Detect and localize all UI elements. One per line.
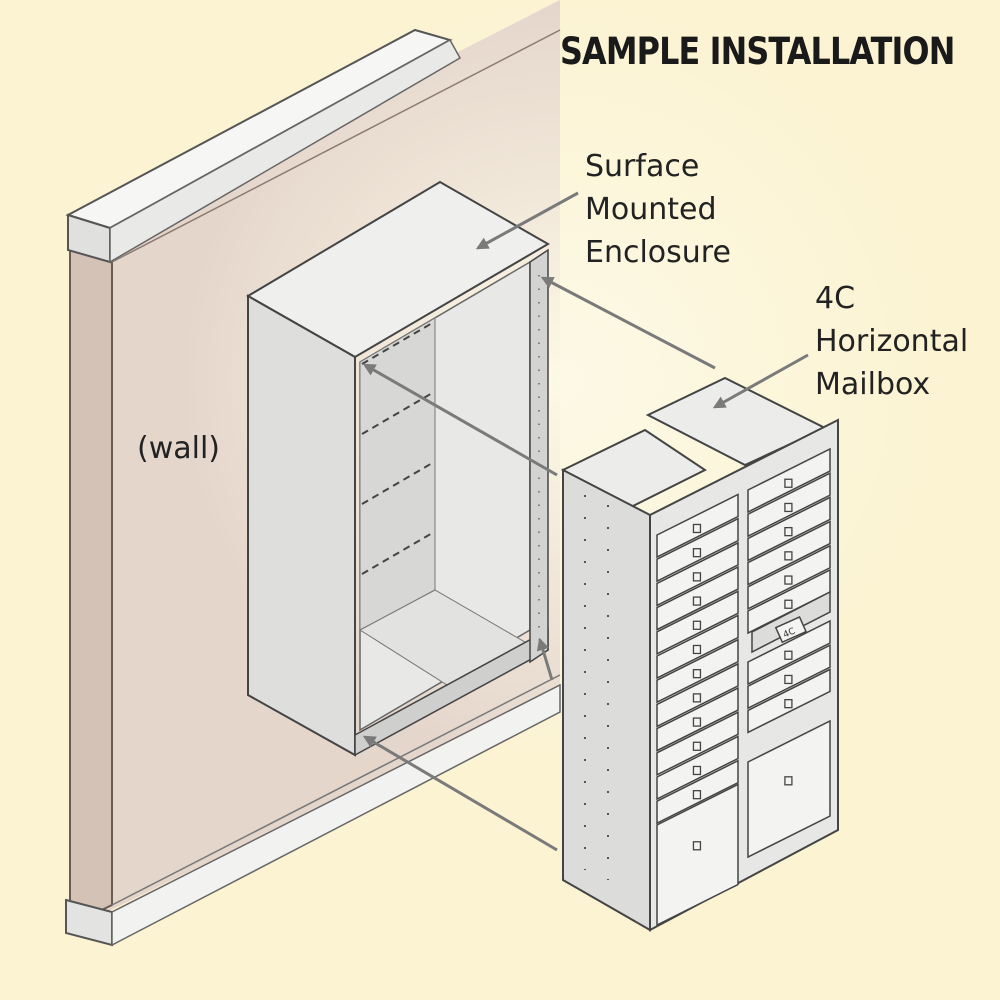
mailbox-door: [656, 759, 739, 825]
door-lock-icon: [692, 572, 702, 582]
door-lock-icon: [784, 575, 793, 585]
mailbox-door: [656, 711, 739, 777]
door-lock-icon: [692, 717, 702, 727]
enclosure-dashed-guides: [361, 321, 435, 575]
wall-baseboard-side: [111, 683, 561, 947]
door-lock-icon: [692, 548, 702, 558]
door-lock-icon: [784, 527, 793, 537]
mailbox-door: [656, 614, 739, 680]
parcel-locker-door: [747, 719, 831, 859]
door-lock-icon: [692, 644, 702, 655]
door-lock-icon: [692, 620, 702, 630]
label-line: Surface: [585, 149, 700, 184]
mailbox-door: [747, 544, 831, 611]
door-lock-icon: [784, 551, 793, 561]
mailbox-door: [747, 668, 831, 734]
door-lock-icon: [692, 693, 702, 703]
mailbox-door: [656, 590, 739, 656]
mailbox-doors: [656, 447, 831, 927]
label-line: Mounted: [585, 192, 717, 227]
door-lock-icon: [692, 669, 702, 679]
mailbox-door: [656, 662, 739, 728]
arrow-top-right: [540, 276, 716, 370]
wall-edge-line: [111, 29, 561, 263]
door-lock-icon: [784, 650, 793, 660]
mailbox-door: [747, 447, 831, 514]
door-lock-icon: [784, 599, 793, 609]
enclosure-inner-left: [359, 317, 436, 631]
door-lock-icon: [692, 741, 702, 751]
door-lock-icon: [784, 502, 793, 513]
label-line: Enclosure: [585, 235, 731, 270]
horizontal-mailbox: 4C: [560, 376, 839, 932]
mailbox-door: [747, 520, 831, 586]
mailbox-door: [747, 496, 831, 562]
label-4c-horizontal-mailbox: 4C Horizontal Mailbox: [815, 277, 968, 406]
parcel-locker-door: [656, 783, 739, 927]
mailbox-door: [656, 541, 739, 607]
arrow-enclosure-label: [475, 191, 579, 250]
installation-arrows: [362, 191, 809, 852]
door-lock-icon: [784, 674, 793, 685]
mailbox-door: [656, 565, 739, 631]
label-line: Mailbox: [815, 367, 931, 402]
door-lock-icon: [692, 523, 702, 534]
door-lock-icon: [692, 790, 702, 800]
arrow-bottom-left: [362, 735, 558, 852]
mailbox-side: [562, 468, 651, 932]
mailbox-door: [656, 735, 739, 801]
wall-baseboard-line: [111, 674, 561, 906]
arrow-lower-right: [536, 637, 554, 681]
wall-end-face: [69, 248, 113, 927]
arrow-upper-left: [362, 363, 558, 477]
label-line: 4C: [815, 281, 856, 316]
label-line: Horizontal: [815, 324, 969, 359]
label-surface-mounted-enclosure: Surface Mounted Enclosure: [585, 145, 731, 274]
mailbox-door: [656, 517, 739, 583]
arrow-mailbox-label: [712, 353, 809, 409]
door-lock-icon: [784, 699, 793, 709]
mailbox-door: [747, 471, 831, 538]
enclosure-left-side: [247, 294, 356, 757]
mailbox-door: [747, 619, 831, 686]
mailbox-door: [656, 493, 739, 559]
mailbox-brand-badge-text: 4C: [782, 627, 797, 641]
diagram-title: SAMPLE INSTALLATION: [560, 30, 955, 73]
wall-top-cap-side: [109, 38, 462, 264]
door-lock-icon: [692, 841, 702, 851]
mailbox-door: [656, 686, 739, 752]
mailbox-door: [656, 638, 739, 704]
mailbox-brand-badge: [774, 616, 808, 644]
outgoing-mail-panel: 4C: [751, 590, 831, 654]
door-lock-icon: [692, 765, 702, 776]
door-lock-icon: [784, 776, 793, 786]
label-wall: (wall): [137, 431, 220, 466]
door-lock-icon: [692, 596, 702, 606]
mailbox-door: [747, 643, 831, 710]
door-lock-icon: [784, 478, 793, 488]
